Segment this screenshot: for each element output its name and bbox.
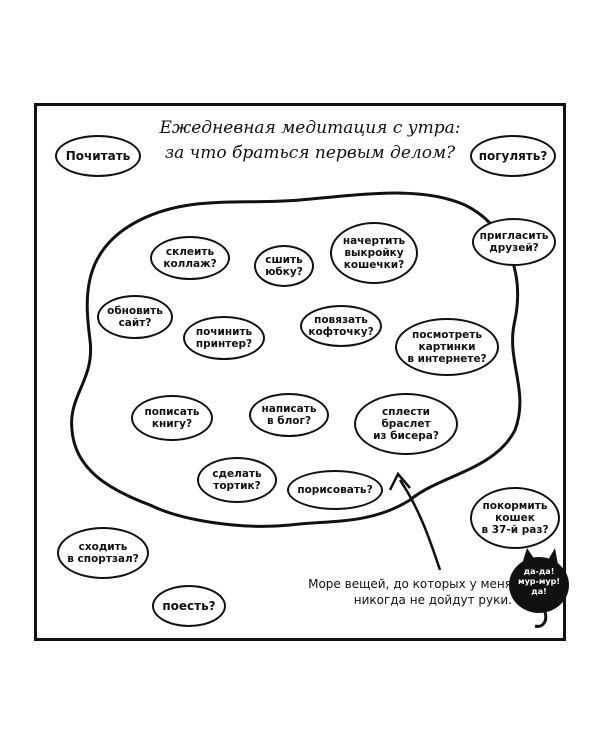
arrowhead-icon [388, 471, 411, 491]
bubble-blog: написать в блог? [249, 393, 329, 437]
bubble-pictures: посмотреть картинки в интернете? [395, 318, 499, 376]
panel-frame [34, 103, 566, 641]
bubble-skirt: сшить юбку? [254, 245, 314, 287]
bubble-sweater: повязать кофточку? [300, 305, 382, 347]
bubble-eat: поесть? [152, 585, 226, 627]
note-arrow [398, 479, 442, 571]
bubble-walk: погулять? [470, 135, 556, 177]
bubble-printer: починить принтер? [183, 316, 265, 360]
bubble-site: обновить сайт? [97, 295, 173, 339]
cat-speech: да-да! мур-мур! да! [518, 567, 560, 596]
cat-ears-icon [522, 548, 558, 565]
bubble-bracelet: сплести браслет из бисера? [354, 393, 458, 455]
bubble-pattern: начертить выкройку кошечки? [330, 222, 418, 284]
bubble-gym: сходить в спортзал? [57, 527, 149, 579]
page-title: Ежедневная медитация с утра: за что брат… [159, 118, 461, 163]
bubble-book: пописать книгу? [131, 395, 213, 441]
bubble-collage: склеить коллаж? [150, 236, 230, 280]
bubble-draw: порисовать? [287, 470, 383, 510]
bubble-invite: пригласить друзей? [472, 218, 556, 266]
bubble-feed: покормить кошек в 37-й раз? [470, 487, 560, 549]
bubble-cake: сделать тортик? [197, 457, 277, 503]
cat-tail-icon [534, 611, 548, 628]
bubble-read: Почитать [55, 135, 141, 177]
cat-icon [509, 557, 569, 613]
caption-note: Море вещей, до которых у меня никогда не… [308, 577, 512, 607]
